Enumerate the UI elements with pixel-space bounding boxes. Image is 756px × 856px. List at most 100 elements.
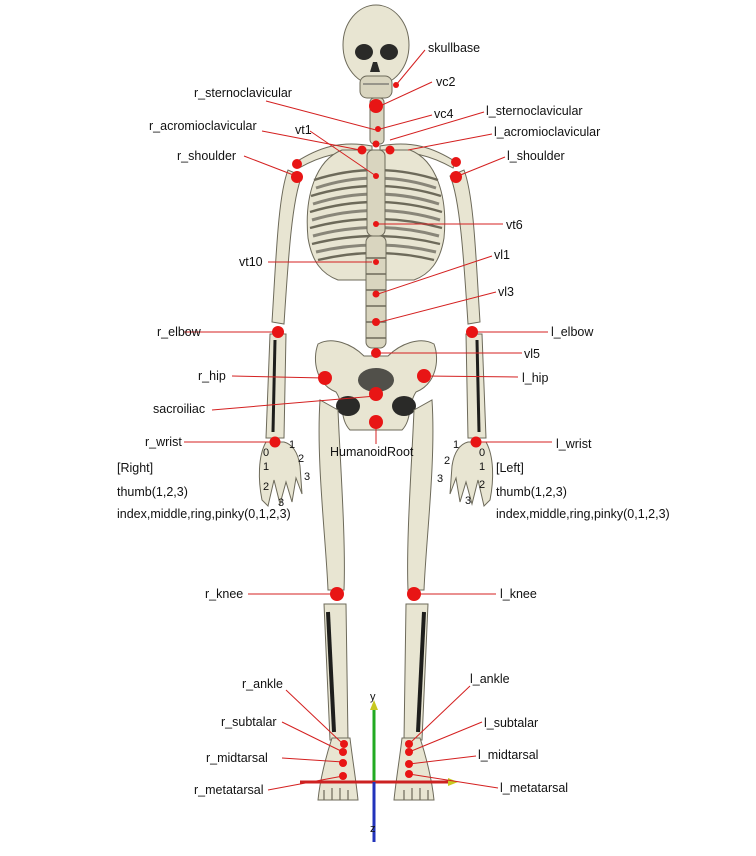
label-vc4: vc4	[434, 107, 454, 121]
humerus-left	[449, 169, 481, 325]
joint-sacroiliac	[369, 387, 383, 401]
joint-r-sternoclavicular-2	[357, 145, 367, 155]
label-l-acromioclavicular: l_acromioclavicular	[494, 125, 600, 139]
jaw	[359, 75, 393, 99]
label-vt10: vt10	[239, 255, 263, 269]
label-l-hip: l_hip	[522, 371, 548, 385]
nasal-cavity	[370, 62, 380, 72]
l-digit-1a: 1	[453, 439, 459, 451]
joint-vl3	[372, 318, 380, 326]
label-l-metatarsal: l_metatarsal	[500, 781, 568, 795]
joint-vl5	[371, 348, 381, 358]
left-hand-digit-numbers: 1 0 2 1 3 2 3	[437, 439, 485, 507]
z-axis-label: z	[370, 823, 376, 835]
joint-r-shoulder	[291, 171, 303, 183]
hand-right	[258, 441, 303, 507]
r-digit-2b: 2	[263, 481, 269, 493]
l-digit-2b: 2	[479, 479, 485, 491]
left-hand-thumb: thumb(1,2,3)	[496, 485, 567, 499]
label-r-ankle: r_ankle	[242, 677, 283, 691]
l-digit-1b: 1	[479, 461, 485, 473]
l-digit-3a: 3	[437, 473, 443, 485]
label-r-acromioclavicular: r_acromioclavicular	[149, 119, 257, 133]
label-l-sternoclavicular: l_sternoclavicular	[486, 104, 583, 118]
label-humanoidroot: HumanoidRoot	[330, 445, 414, 459]
joint-r-sternoclavicular	[372, 140, 380, 148]
femur-left	[407, 399, 434, 591]
joint-r-midtarsal	[339, 759, 347, 767]
joint-r-elbow	[272, 326, 284, 338]
joint-labels: skullbase vc2 vc4 r_sternoclavicular l_s…	[145, 41, 600, 797]
label-l-midtarsal: l_midtarsal	[478, 748, 538, 762]
label-vc2: vc2	[436, 75, 456, 89]
right-hand-legend: [Right] thumb(1,2,3) index,middle,ring,p…	[117, 461, 291, 521]
hand-left	[449, 441, 494, 507]
label-l-shoulder: l_shoulder	[507, 149, 565, 163]
label-vl5: vl5	[524, 347, 540, 361]
y-axis-arrow	[370, 700, 378, 710]
label-vt1: vt1	[295, 123, 312, 137]
label-l-knee: l_knee	[500, 587, 537, 601]
joint-markers	[269, 82, 482, 780]
label-r-wrist: r_wrist	[145, 435, 182, 449]
right-hand-thumb: thumb(1,2,3)	[117, 485, 188, 499]
humerus-right	[271, 169, 303, 325]
label-vl3: vl3	[498, 285, 514, 299]
joint-r-wrist	[269, 436, 281, 448]
label-l-elbow: l_elbow	[551, 325, 594, 339]
left-hand-fingers: index,middle,ring,pinky(0,1,2,3)	[496, 507, 670, 521]
label-vl1: vl1	[494, 248, 510, 262]
femur-right	[318, 399, 345, 591]
joint-l-wrist	[470, 436, 482, 448]
joint-vc4	[375, 126, 381, 132]
r-digit-1a: 1	[289, 439, 295, 451]
label-l-ankle: l_ankle	[470, 672, 510, 686]
joint-vc2	[369, 99, 383, 113]
l-digit-2a: 2	[444, 455, 450, 467]
joint-vt6	[373, 221, 379, 227]
label-sacroiliac: sacroiliac	[153, 402, 205, 416]
joint-r-subtalar	[339, 748, 347, 756]
label-skullbase: skullbase	[428, 41, 480, 55]
obturator-left	[392, 396, 416, 416]
pelvic-inlet	[358, 368, 394, 392]
obturator-right	[336, 396, 360, 416]
label-r-sternoclavicular: r_sternoclavicular	[194, 86, 292, 100]
joint-l-knee	[407, 587, 421, 601]
joint-l-ankle	[405, 740, 413, 748]
label-vt6: vt6	[506, 218, 523, 232]
skull	[342, 4, 410, 86]
r-digit-2a: 2	[298, 453, 304, 465]
joint-r-hip	[318, 371, 332, 385]
r-digit-0: 0	[263, 447, 269, 459]
right-hand-title: [Right]	[117, 461, 153, 475]
label-r-knee: r_knee	[205, 587, 243, 601]
label-r-hip: r_hip	[198, 369, 226, 383]
joint-l-midtarsal	[405, 760, 413, 768]
y-axis-label: y	[370, 691, 376, 703]
label-r-metatarsal: r_metatarsal	[194, 783, 263, 797]
label-r-elbow: r_elbow	[157, 325, 202, 339]
joint-l-subtalar	[405, 748, 413, 756]
r-digit-3b: 3	[278, 497, 284, 509]
label-l-subtalar: l_subtalar	[484, 716, 538, 730]
r-digit-1b: 1	[263, 461, 269, 473]
joint-l-acromioclavicular	[451, 157, 461, 167]
joint-humanoidroot	[369, 415, 383, 429]
joint-r-ankle	[340, 740, 348, 748]
eye-socket-left	[380, 44, 398, 60]
joint-vl1	[372, 290, 380, 298]
label-r-shoulder: r_shoulder	[177, 149, 236, 163]
joint-l-sternoclavicular	[385, 145, 395, 155]
l-digit-0: 0	[479, 447, 485, 459]
foot-left	[393, 737, 435, 801]
label-l-wrist: l_wrist	[556, 437, 592, 451]
label-r-subtalar: r_subtalar	[221, 715, 277, 729]
joint-r-knee	[330, 587, 344, 601]
joint-l-hip	[417, 369, 431, 383]
joint-skullbase	[393, 82, 399, 88]
joint-l-elbow	[466, 326, 478, 338]
joint-l-metatarsal	[405, 770, 413, 778]
